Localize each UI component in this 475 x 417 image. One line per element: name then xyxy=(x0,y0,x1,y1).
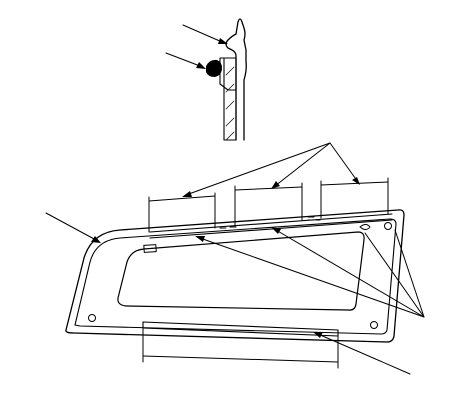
fastener-clip-upper xyxy=(359,224,371,230)
inner-frame xyxy=(74,218,397,335)
window-assembly xyxy=(65,209,405,343)
outer-frame xyxy=(65,209,405,343)
bottom-dimension-line xyxy=(142,355,339,363)
detail-lower-leader xyxy=(165,52,201,67)
glass-opening xyxy=(117,231,365,311)
fastener-upper-right xyxy=(384,222,392,230)
detail-lower-arrowhead xyxy=(196,62,206,69)
upper-moulding xyxy=(149,213,393,239)
bottom-moulding-leader xyxy=(313,332,411,375)
moulding-marks xyxy=(219,216,321,229)
detail-upper-leader xyxy=(182,24,223,43)
fastener-lower-left xyxy=(88,314,96,322)
detail-glass xyxy=(223,57,237,141)
top-moulding-fan xyxy=(182,142,360,197)
detail-upper-arrowhead xyxy=(218,38,228,44)
detail-glass-hatch xyxy=(225,66,235,141)
fastener-lower-right xyxy=(370,321,378,329)
bottom-moulding xyxy=(142,321,339,369)
detail-retainer xyxy=(219,57,237,91)
detail-cross-section xyxy=(165,18,247,141)
top-dimension-brackets xyxy=(148,177,389,233)
right-fasteners-fan xyxy=(195,227,425,318)
corner-leader xyxy=(45,212,101,243)
corner-trim-clip xyxy=(143,244,157,253)
detail-body-profile xyxy=(225,18,247,141)
